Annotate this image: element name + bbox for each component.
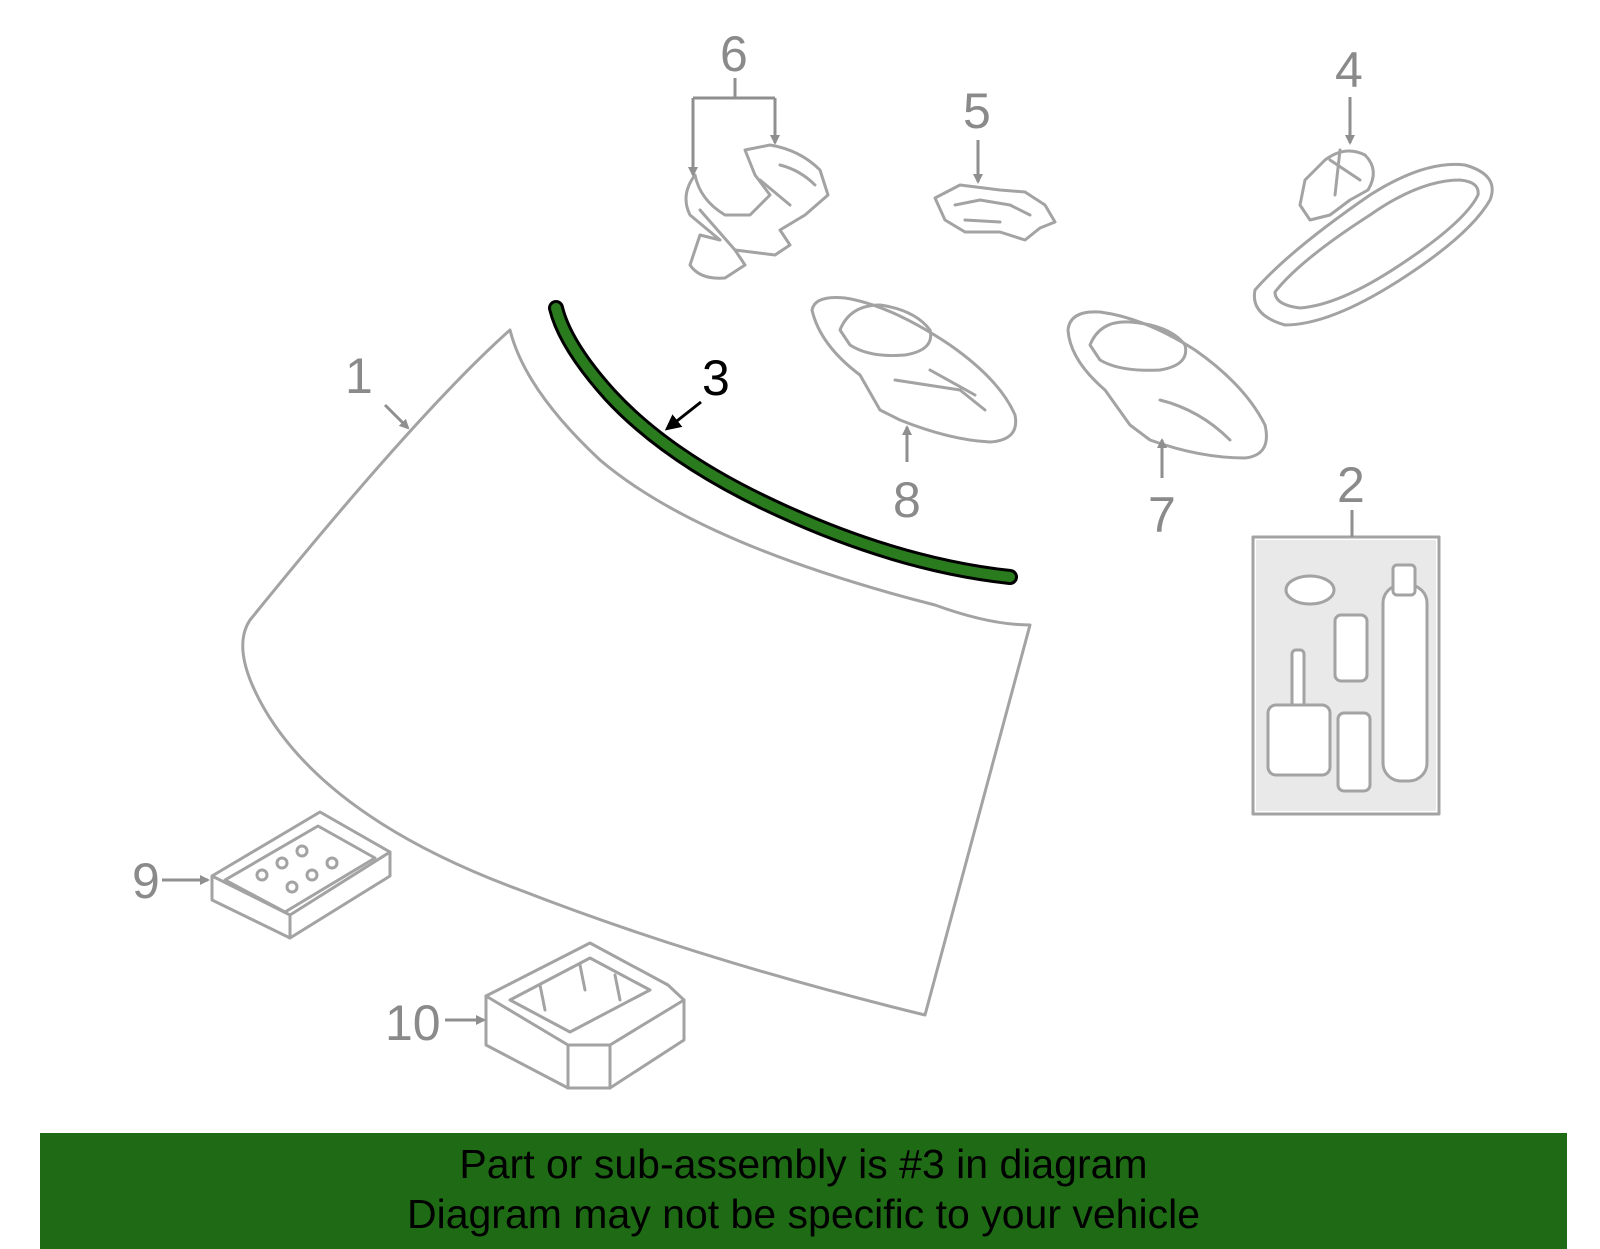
- callout-1[interactable]: 1: [345, 348, 373, 404]
- callout-8[interactable]: 8: [893, 472, 921, 528]
- module-part-9[interactable]: [210, 810, 392, 940]
- callout-3[interactable]: 3: [702, 350, 730, 406]
- tray-part-10[interactable]: [484, 941, 686, 1090]
- mirror-part-4[interactable]: [1252, 148, 1494, 327]
- callout-10[interactable]: 10: [385, 995, 441, 1051]
- callout-9[interactable]: 9: [132, 853, 160, 909]
- windshield-part-1[interactable]: [241, 328, 1032, 1017]
- callout-4[interactable]: 4: [1335, 42, 1363, 98]
- leader-lines: [162, 78, 1355, 1025]
- sensor-cover-part-5[interactable]: [933, 183, 1057, 242]
- callout-7[interactable]: 7: [1148, 487, 1176, 543]
- sensor-housing-part-7[interactable]: [1066, 310, 1268, 460]
- callout-2[interactable]: 2: [1337, 457, 1365, 513]
- info-banner: Part or sub-assembly is #3 in diagram Di…: [40, 1133, 1567, 1249]
- bracket-part-6[interactable]: [684, 143, 830, 280]
- callout-6[interactable]: 6: [720, 26, 748, 82]
- molding-part-3[interactable]: [548, 300, 1018, 585]
- callout-5[interactable]: 5: [963, 83, 991, 139]
- callout-labels: 1 3 6 5 4 8 7 2 9 10: [132, 26, 1365, 1051]
- molding-strip-highlight: [551, 303, 1015, 582]
- repair-kit-part-2[interactable]: [1251, 535, 1441, 816]
- banner-line-part-number: Part or sub-assembly is #3 in diagram: [459, 1141, 1148, 1187]
- sensor-housing-part-8[interactable]: [810, 296, 1018, 444]
- banner-line-disclaimer: Diagram may not be specific to your vehi…: [406, 1191, 1200, 1237]
